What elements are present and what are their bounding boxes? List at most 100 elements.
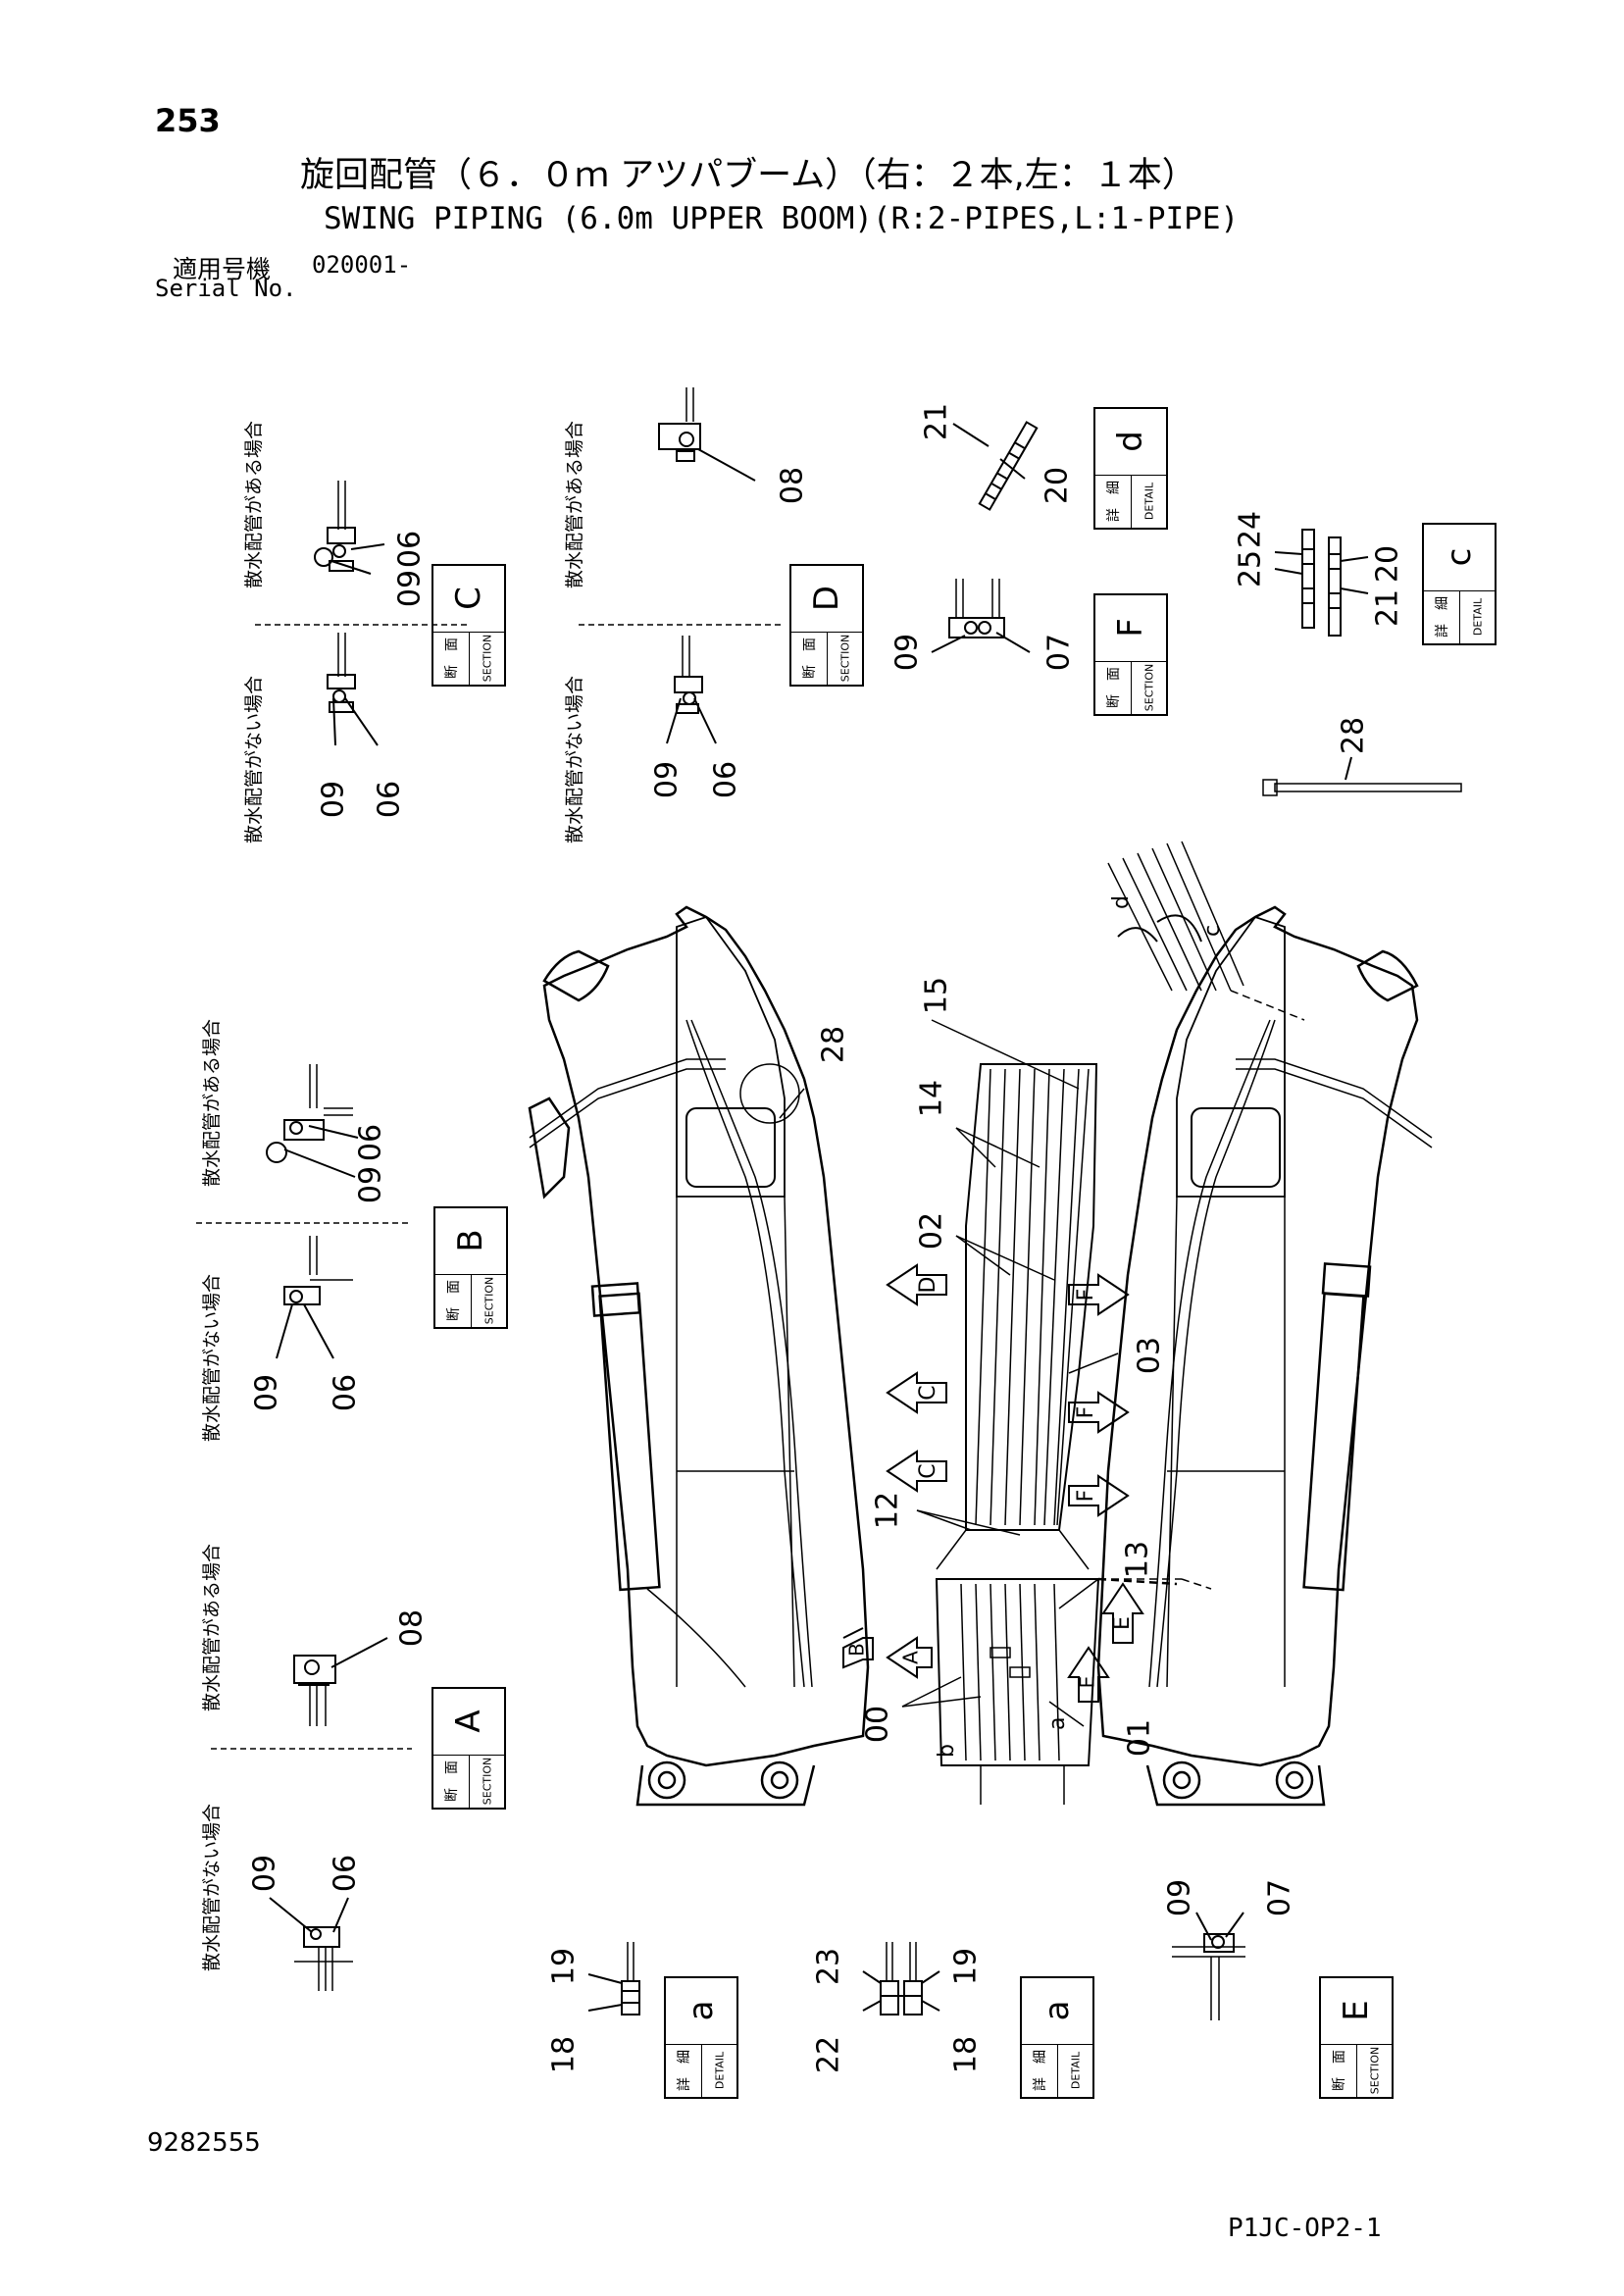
section-c-group: 散水配管がある場合 散水配管がない場合 21 [243, 421, 471, 843]
section-jp-text: 断 面 [802, 638, 818, 680]
callout-06: 06 [372, 780, 407, 819]
pipe-clamp-figure [658, 387, 701, 462]
water-pipe-absent-label: 散水配管がない場合 [243, 676, 265, 843]
detail-marker-a: a [1045, 1717, 1070, 1730]
view-arrow-B1: B [842, 1627, 874, 1669]
serial-value: 020001- [312, 251, 412, 279]
svg-text:E: E [1110, 1616, 1135, 1630]
callout-06: 06 [353, 1123, 388, 1162]
svg-text:F: F [1074, 1490, 1098, 1503]
section-en-text: SECTION [1368, 2047, 1381, 2095]
detail-marker-b: b [935, 1744, 959, 1758]
section-en-text: SECTION [481, 635, 493, 683]
boom-right-view [1096, 905, 1433, 1807]
box-letter: E [1337, 2000, 1376, 2022]
callout-09: 09 [316, 780, 351, 819]
callout-24: 24 [1233, 510, 1268, 549]
callout-02: 02 [914, 1211, 949, 1250]
pipe-clamp-figure [266, 1064, 353, 1163]
callout-25: 25 [1233, 549, 1268, 588]
callout-28: 28 [816, 1025, 851, 1064]
callout-06: 06 [328, 1373, 363, 1412]
detail-jp-text: 詳 細 [1106, 481, 1122, 523]
box-letter: C [449, 587, 488, 611]
water-pipe-absent-label: 散水配管がない場合 [201, 1804, 223, 1971]
section-en-text: SECTION [481, 1758, 493, 1806]
boom-cylinder [1302, 1262, 1372, 1592]
box-letter: d [1111, 431, 1150, 453]
callout-20: 20 [1370, 544, 1405, 584]
callout-06: 06 [392, 530, 428, 569]
water-pipe-present-label: 散水配管がある場合 [243, 421, 265, 588]
callout-03: 03 [1132, 1336, 1167, 1375]
water-pipe-absent-label: 散水配管がない場合 [564, 676, 585, 843]
callout-09: 09 [649, 760, 685, 799]
pipe-clamp-figure [293, 1655, 336, 1726]
view-arrow-F2: F [1068, 1391, 1130, 1434]
callout-21: 21 [1370, 588, 1405, 628]
section-f-group [931, 579, 1031, 653]
box-letter: A [449, 1709, 488, 1733]
callout-14: 14 [914, 1079, 949, 1118]
svg-text:E: E [1076, 1676, 1099, 1689]
detail-marker-c: c [1200, 925, 1225, 937]
callout-01: 01 [1122, 1718, 1157, 1758]
section-c-label: C 断 面 SECTION [431, 564, 506, 687]
callout-12: 12 [870, 1491, 905, 1530]
svg-text:C: C [916, 1385, 940, 1400]
section-d-group: 散水配管がある場合 散水配管がない場合 [564, 387, 785, 843]
box-letter: F [1111, 618, 1150, 638]
view-arrow-A1: A [886, 1636, 933, 1679]
water-pipe-present-label: 散水配管がある場合 [201, 1544, 223, 1711]
view-arrows: D F C F C F E B [842, 1263, 1144, 1703]
view-arrow-E1: E [1101, 1582, 1144, 1644]
pipe-clamp-figure [327, 633, 356, 713]
section-en-text: SECTION [1142, 664, 1155, 712]
section-b-group: 散水配管がある場合 散水配管がない場合 [196, 1019, 412, 1442]
svg-text:A: A [899, 1651, 923, 1664]
detail-d-figure [952, 421, 1039, 511]
section-en-text: SECTION [482, 1277, 495, 1325]
callout-06: 06 [708, 760, 743, 799]
title-jp: 旋回配管（６．０ｍ アツパブーム）（右：２本,左：１本） [300, 156, 1196, 195]
view-arrow-D1: D [886, 1263, 947, 1306]
water-pipe-absent-label: 散水配管がない場合 [201, 1274, 223, 1442]
callout-06: 06 [328, 1854, 363, 1893]
callout-09: 09 [1162, 1878, 1197, 1917]
callout-21: 21 [919, 402, 954, 441]
view-arrow-E2: E [1067, 1646, 1110, 1703]
section-jp-text: 断 面 [444, 638, 460, 680]
svg-text:F: F [1074, 1406, 1098, 1419]
serial-label-en: Serial No. [155, 275, 297, 302]
callout-09: 09 [889, 633, 925, 672]
callout-20: 20 [1040, 466, 1075, 505]
boom-cylinder [590, 1282, 661, 1592]
svg-text:C: C [916, 1463, 940, 1478]
box-letter: a [682, 2000, 721, 2021]
callout-28: 28 [1336, 716, 1371, 755]
section-a-group: 散水配管がある場合 散水配管がない場合 [201, 1544, 412, 1991]
detail-en-text: DETAIL [1471, 598, 1484, 637]
section-jp-text: 断 面 [446, 1280, 462, 1322]
box-letter: D [807, 586, 846, 612]
detail-marker-d: d [1109, 895, 1134, 909]
page-number: 253 [155, 102, 221, 139]
water-pipe-present-label: 散水配管がある場合 [201, 1019, 223, 1187]
callout-15: 15 [919, 976, 954, 1015]
callout-09: 09 [353, 1165, 388, 1204]
callout-08: 08 [394, 1608, 430, 1648]
cable-tie-figure [1262, 756, 1462, 796]
detail-c-figure [1274, 529, 1369, 637]
callout-09: 09 [249, 1373, 284, 1412]
callout-19: 19 [948, 1947, 984, 1986]
view-arrow-C2: C [886, 1450, 947, 1493]
serial-label-jp: 適用号機 [173, 255, 272, 283]
callout-22: 22 [811, 2035, 846, 2074]
